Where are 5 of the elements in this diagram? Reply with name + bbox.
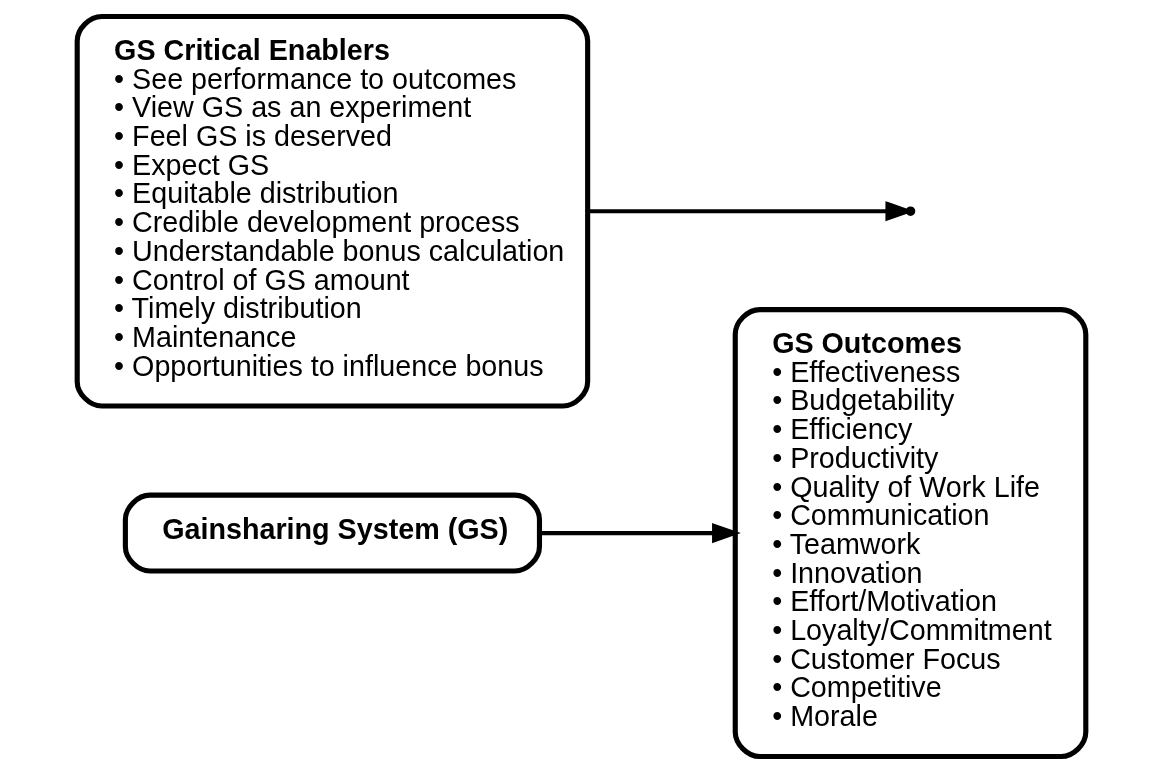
arrow: [540, 523, 741, 544]
arrow: [587, 201, 915, 222]
node-box: GS Critical Enablers • See performance to outcomes • View GS as an experiment • Feel GS is deserved • Expect GS • Equitable distribution • Credible development process • Understandable bonus calculation • Control of GS amount • Timely distribution • Maintenance • Opportunities to influence bonus: [74, 13, 591, 409]
node-box: Gainsharing System (GS): [122, 492, 543, 574]
node-box: GS Outcomes • Effectiveness • Budgetability • Efficiency • Productivity • Quality of Work Life • Communication • Teamwork • Innovation • Effort/Motivation • Loyalty/Commitment • Customer Focus • Competitive • Morale: [732, 307, 1089, 760]
